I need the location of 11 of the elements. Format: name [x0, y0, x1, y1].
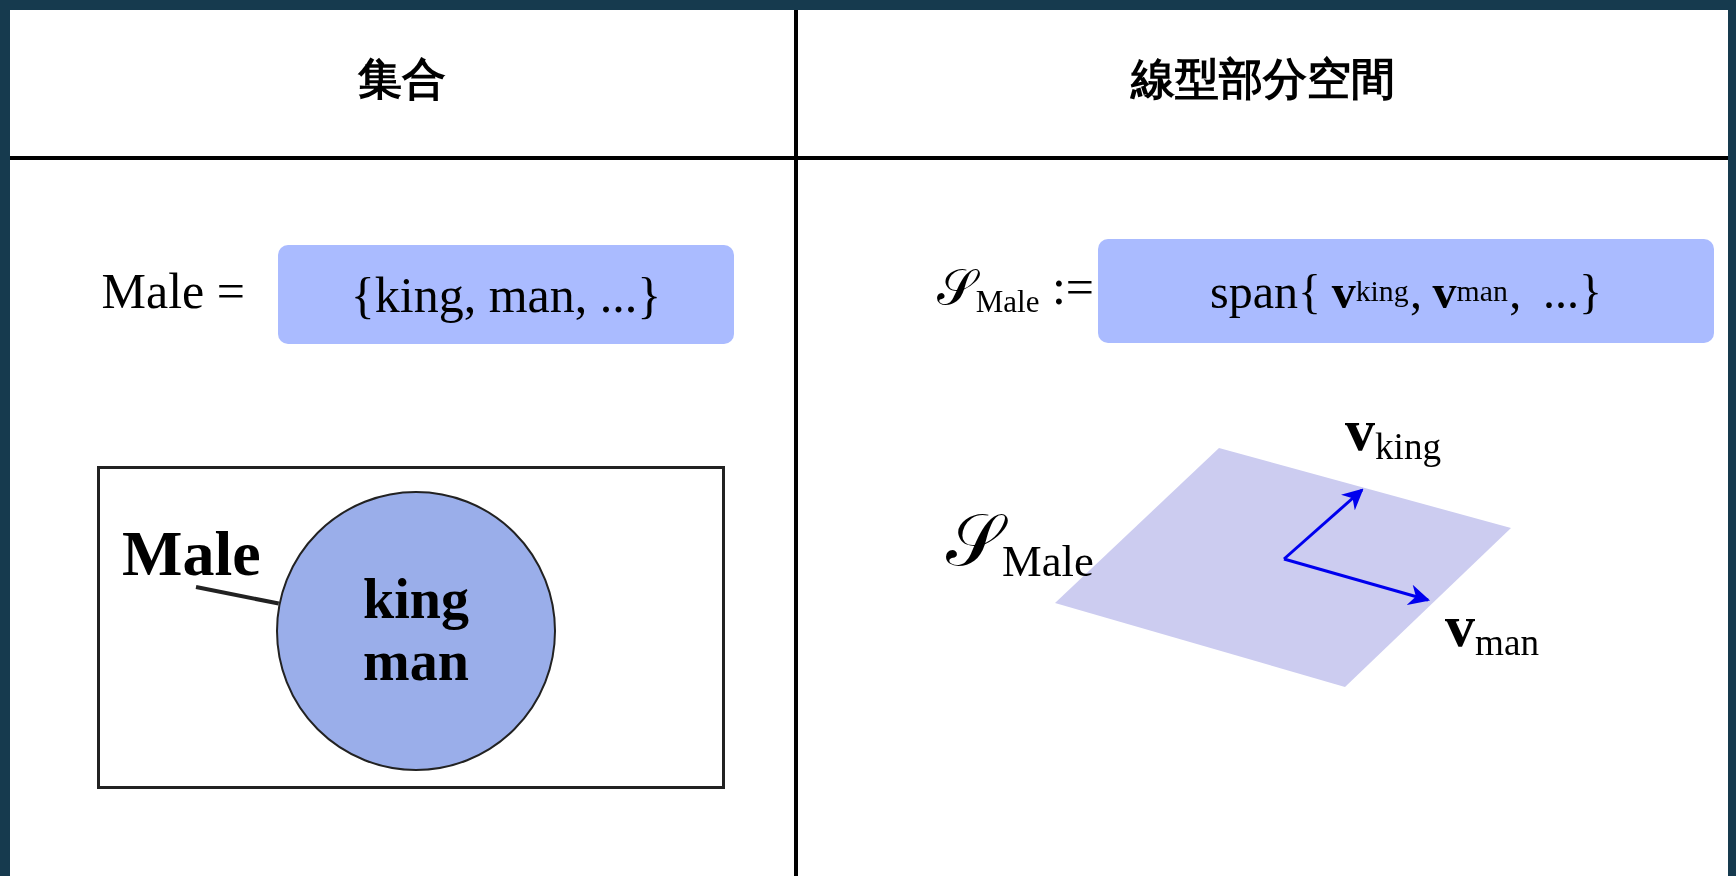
leader-line	[195, 585, 280, 606]
set-circle: king man	[276, 491, 556, 771]
vector-label: v$_{man}$	[1445, 592, 1540, 665]
plane-label: 𝒮$_{Male}$	[946, 500, 1094, 588]
formula-text: 𝒮$_{Male}$ :=	[936, 258, 1094, 320]
column-header: 集合	[357, 52, 447, 106]
column-header: 線型部分空間	[1129, 52, 1396, 106]
formula-text: Male =	[101, 262, 245, 320]
vector-label: v$_{king}$	[1345, 396, 1442, 469]
highlight-box: {king, man, ...}	[278, 245, 734, 344]
venn-rectangle	[97, 466, 725, 789]
